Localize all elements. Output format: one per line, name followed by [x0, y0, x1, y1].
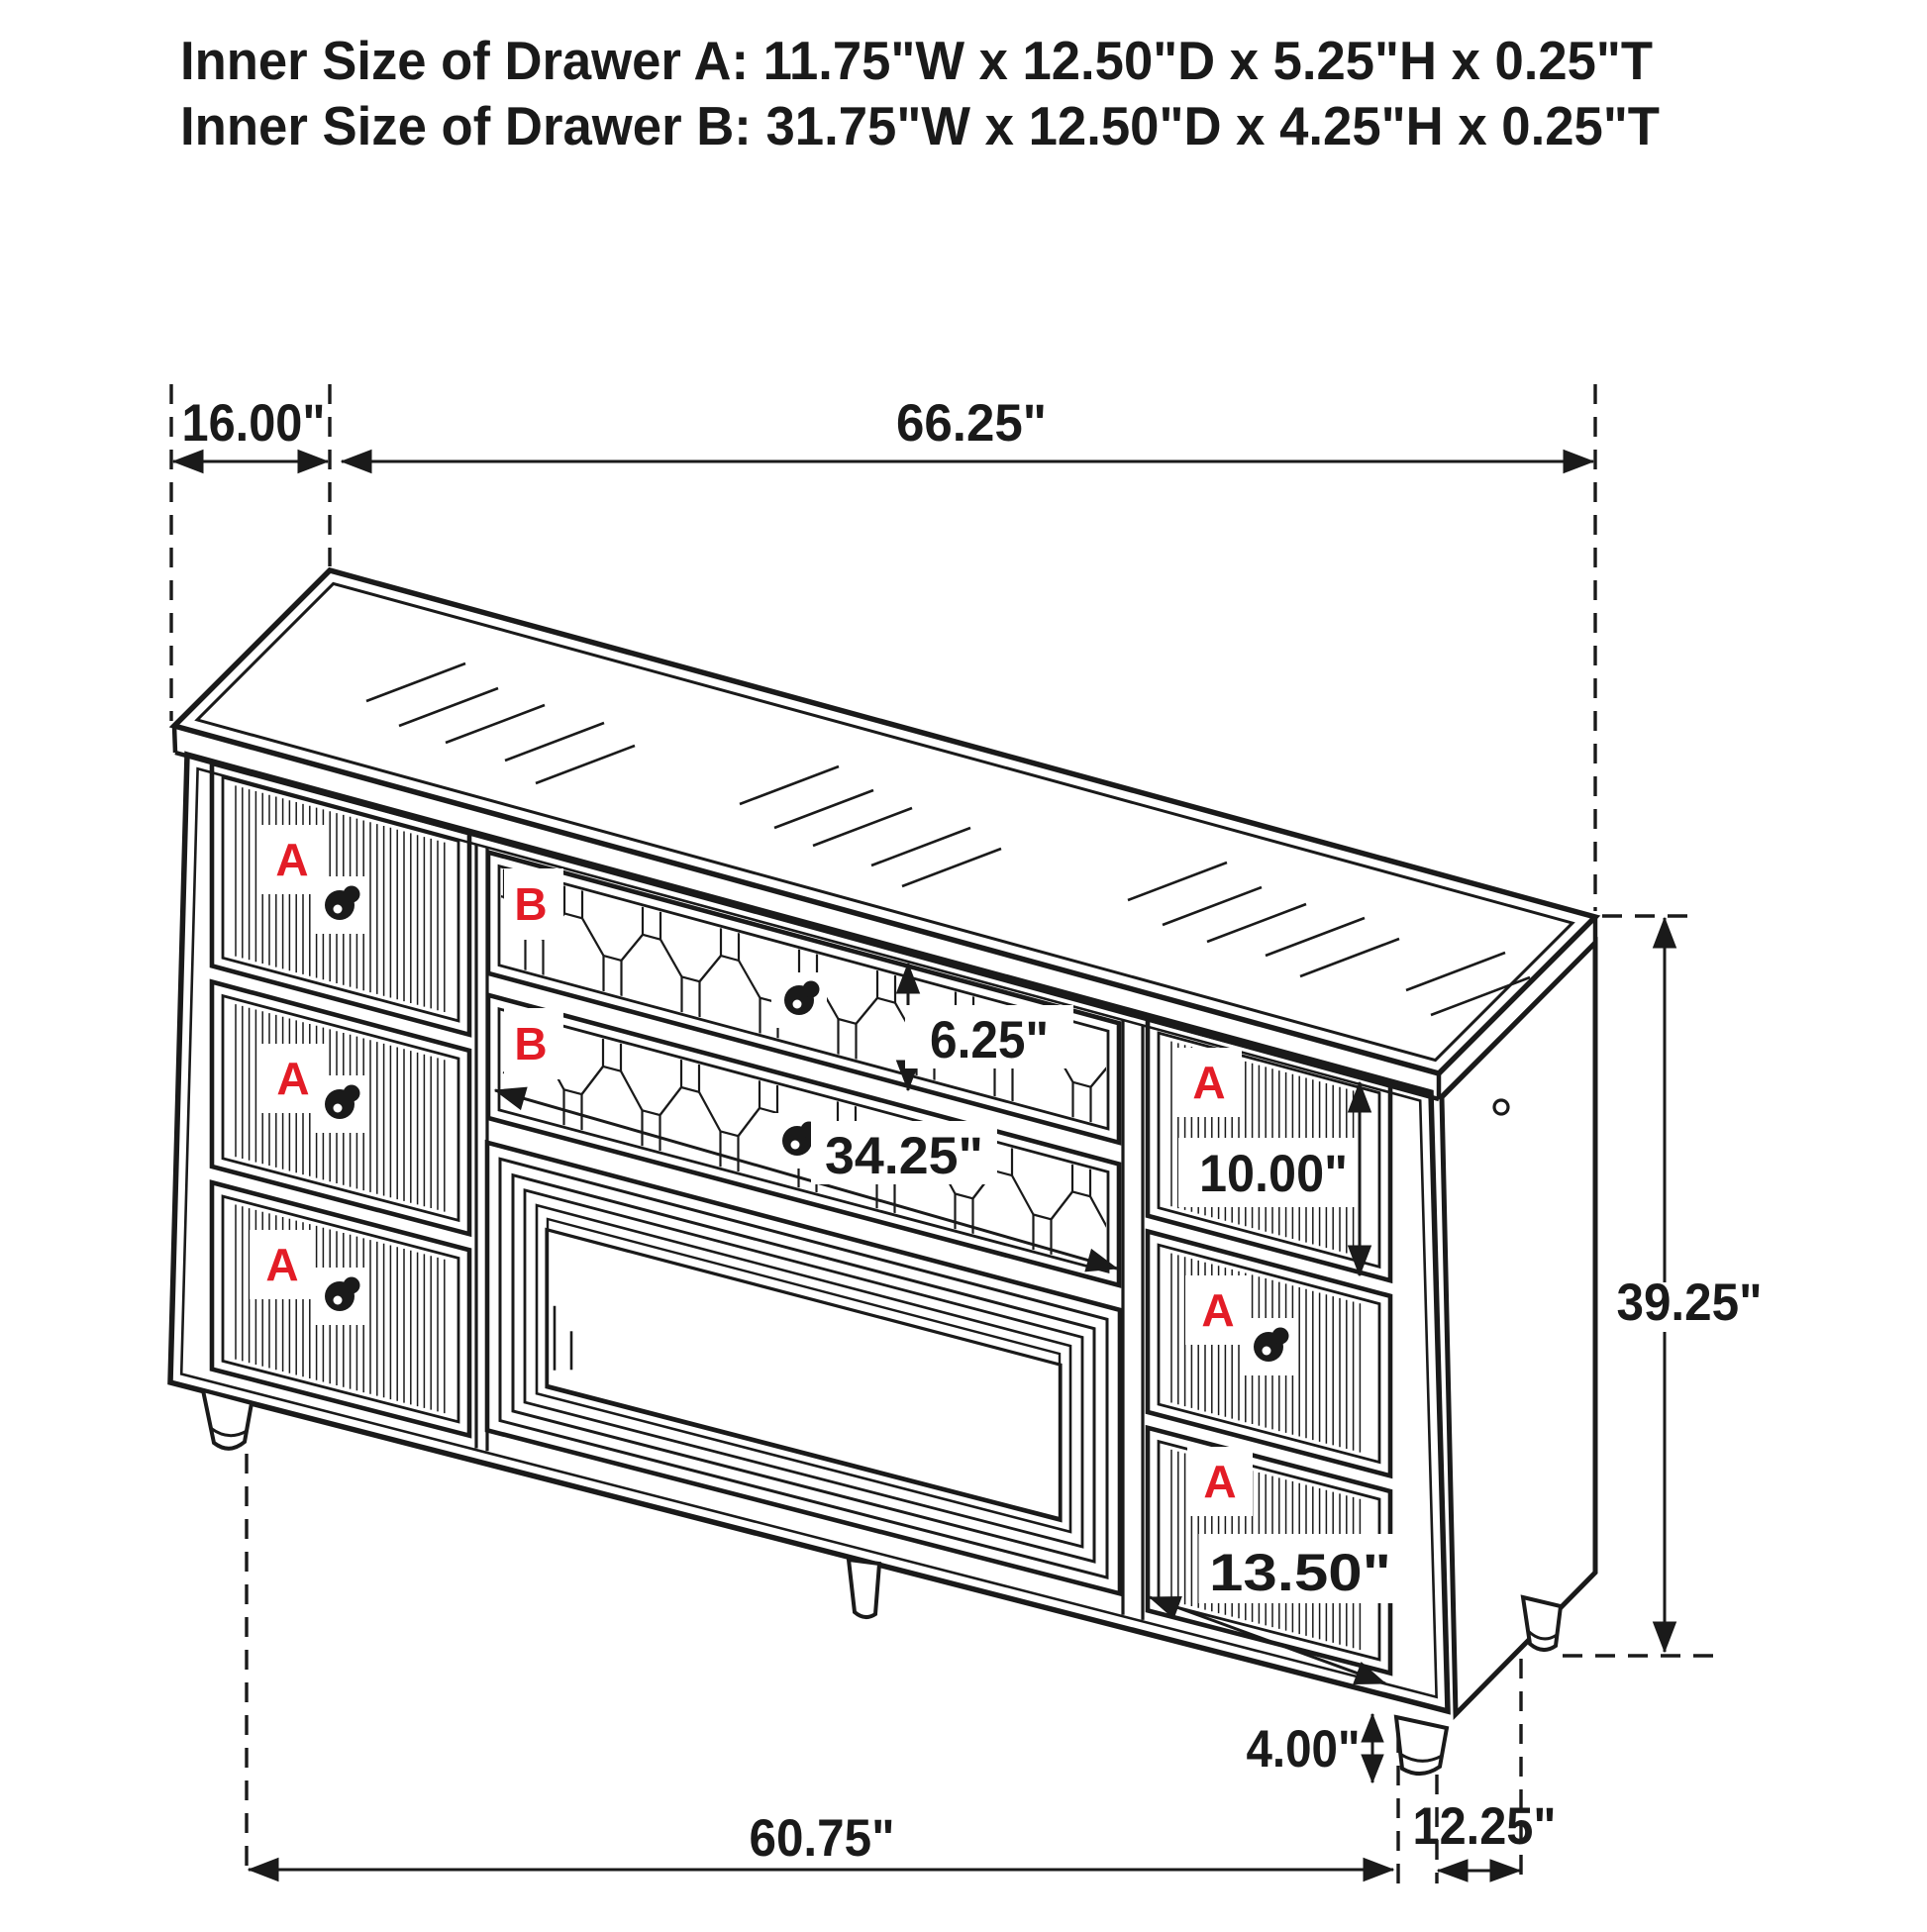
svg-text:16.00": 16.00": [182, 394, 326, 453]
svg-text:A: A: [276, 1053, 309, 1104]
svg-text:B: B: [514, 878, 547, 930]
svg-text:6.25": 6.25": [930, 1011, 1049, 1069]
svg-text:39.25": 39.25": [1617, 1273, 1763, 1332]
svg-text:66.25": 66.25": [896, 394, 1047, 453]
svg-text:A: A: [1192, 1057, 1225, 1108]
svg-text:Inner Size of Drawer B: 31.75": Inner Size of Drawer B: 31.75"W x 12.50"…: [180, 95, 1660, 156]
svg-text:12.25": 12.25": [1413, 1797, 1557, 1856]
svg-text:Inner Size of Drawer A: 11.75": Inner Size of Drawer A: 11.75"W x 12.50"…: [180, 30, 1653, 91]
svg-text:A: A: [275, 834, 308, 885]
svg-text:10.00": 10.00": [1199, 1145, 1348, 1203]
svg-text:13.50": 13.50": [1209, 1544, 1391, 1602]
svg-text:60.75": 60.75": [750, 1809, 895, 1868]
svg-text:A: A: [1201, 1284, 1234, 1336]
svg-text:B: B: [514, 1018, 547, 1069]
svg-text:34.25": 34.25": [825, 1127, 983, 1185]
svg-text:A: A: [1203, 1456, 1236, 1507]
svg-text:A: A: [265, 1239, 298, 1290]
svg-text:4.00": 4.00": [1247, 1720, 1361, 1779]
